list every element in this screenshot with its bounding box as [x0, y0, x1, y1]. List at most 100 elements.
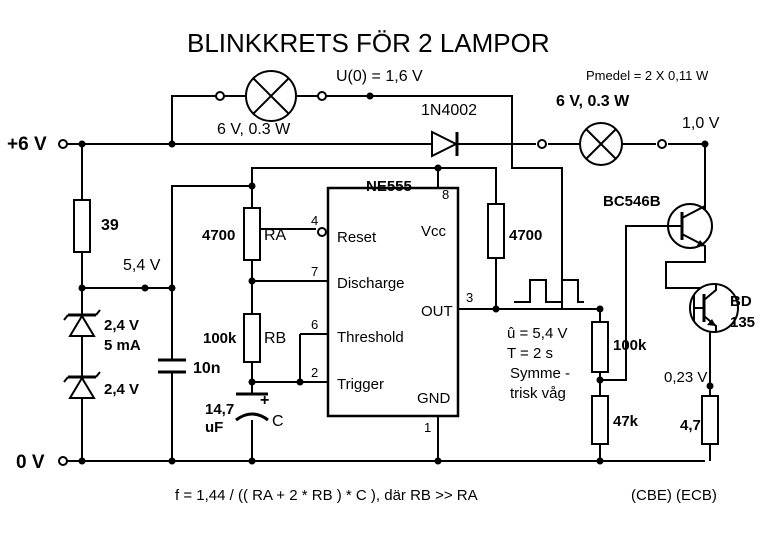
lamp2-rating: 6 V, 0.3 W — [556, 93, 630, 110]
pin-number-6: 6 — [311, 317, 318, 332]
r39-label: 39 — [101, 217, 119, 234]
r-emitter-label: 4,7 — [680, 417, 701, 434]
lamp-2-symbol — [579, 122, 623, 166]
pin-trigger: Trigger — [337, 376, 384, 393]
ne555-ic — [317, 186, 460, 418]
diode-label: 1N4002 — [421, 102, 477, 119]
rb-value: 100k — [203, 330, 237, 347]
collector-voltage: 1,0 V — [682, 115, 720, 132]
junction — [701, 140, 709, 148]
junction — [434, 164, 442, 172]
resistor-100k — [591, 321, 609, 373]
t1-name: BC546B — [603, 193, 661, 210]
junction — [596, 305, 604, 313]
junction — [366, 92, 374, 100]
junction — [434, 457, 442, 465]
zener-voltage: 5,4 V — [123, 257, 161, 274]
pin-out: OUT — [421, 303, 453, 320]
rb-name: RB — [264, 330, 286, 347]
terminals — [58, 91, 667, 466]
pin-number-1: 1 — [424, 420, 431, 435]
junction — [596, 457, 604, 465]
transistor-bd135 — [689, 283, 739, 333]
junction — [78, 457, 86, 465]
zener2-label: 2,4 V — [104, 381, 139, 398]
junction — [248, 457, 256, 465]
junctions — [78, 92, 714, 465]
diode-1n4002 — [431, 130, 459, 158]
lamp-socket — [537, 139, 547, 149]
pin-discharge: Discharge — [337, 275, 405, 292]
c-plus: + — [260, 392, 269, 409]
junction — [248, 378, 256, 386]
junction — [492, 305, 500, 313]
t2-name-line1: BD — [730, 293, 752, 310]
capacitor-10n — [158, 358, 186, 374]
resistor-4-7 — [701, 395, 719, 445]
c10n-label: 10n — [193, 360, 221, 377]
c-name: C — [272, 413, 284, 430]
frequency-formula: f = 1,44 / (( RA + 2 * RB ) * C ), där R… — [175, 487, 478, 504]
pin-number-3: 3 — [466, 290, 473, 305]
out-wave-line1: Symme - — [510, 365, 570, 382]
junction — [296, 378, 304, 386]
labels: BLINKKRETS FÖR 2 LAMPOR U(0) = 1,6 V 6 V… — [7, 28, 755, 504]
pin-number-8: 8 — [442, 187, 449, 202]
c-value-line2: uF — [205, 419, 223, 436]
square-wave-icon — [514, 279, 584, 303]
reset-bubble — [317, 227, 327, 237]
out-wave-line2: trisk våg — [510, 385, 566, 402]
junction — [248, 182, 256, 190]
pin-number-4: 4 — [311, 213, 318, 228]
pin-threshold: Threshold — [337, 329, 404, 346]
lamp-socket — [215, 91, 225, 101]
junction — [596, 376, 604, 384]
lamp-socket — [317, 91, 327, 101]
u0-label: U(0) = 1,6 V — [336, 68, 423, 85]
resistor-rb — [243, 313, 261, 363]
t2-name-line2: 135 — [730, 314, 755, 331]
r100k-label: 100k — [613, 337, 647, 354]
zener-current: 5 mA — [104, 337, 141, 354]
lamp-socket — [657, 139, 667, 149]
pin-vcc: Vcc — [421, 223, 447, 240]
ra-value: 4700 — [202, 227, 235, 244]
pin-reset: Reset — [337, 229, 377, 246]
emitter-voltage: 0,23 V — [664, 369, 707, 386]
terminal-plus — [58, 139, 68, 149]
junction — [706, 382, 714, 390]
lamp1-rating: 6 V, 0.3 W — [217, 121, 291, 138]
zener-diode-1 — [63, 309, 101, 348]
resistor-39 — [73, 199, 91, 253]
lamp-1-symbol — [224, 70, 318, 122]
ra-name: RA — [264, 227, 287, 244]
zener-diode-2 — [63, 371, 101, 410]
resistor-ra — [243, 207, 261, 261]
junction — [168, 140, 176, 148]
pin-number-2: 2 — [311, 365, 318, 380]
pin-gnd: GND — [417, 390, 451, 407]
c-value-line1: 14,7 — [205, 401, 234, 418]
transistor-bc546b — [667, 200, 713, 252]
resistors — [73, 199, 719, 445]
terminal-zero — [58, 456, 68, 466]
junction — [141, 284, 149, 292]
junction — [78, 284, 86, 292]
pmedel-label: Pmedel = 2 X 0,11 W — [586, 68, 709, 83]
junction — [168, 457, 176, 465]
capacitor-c — [235, 392, 269, 422]
pin-number-7: 7 — [311, 264, 318, 279]
resistor-47k — [591, 395, 609, 445]
out-period: T = 2 s — [507, 345, 553, 362]
supply-plus-label: +6 V — [7, 134, 47, 155]
title: BLINKKRETS FÖR 2 LAMPOR — [187, 28, 550, 58]
out-amplitude: û = 5,4 V — [507, 325, 567, 342]
supply-zero-label: 0 V — [16, 452, 45, 473]
pinout-note: (CBE) (ECB) — [631, 487, 717, 504]
junction — [78, 140, 86, 148]
resistor-4700-out — [487, 203, 505, 259]
junction — [248, 277, 256, 285]
junction — [168, 284, 176, 292]
